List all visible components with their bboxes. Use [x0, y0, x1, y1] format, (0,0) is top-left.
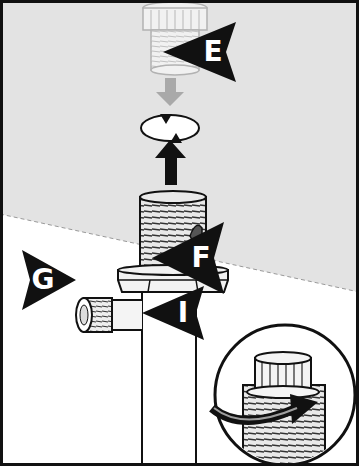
callout-letter: G	[32, 266, 55, 294]
callout-letter: I	[178, 299, 188, 327]
callout-letter: E	[203, 38, 222, 66]
callout-letter: F	[191, 244, 210, 272]
